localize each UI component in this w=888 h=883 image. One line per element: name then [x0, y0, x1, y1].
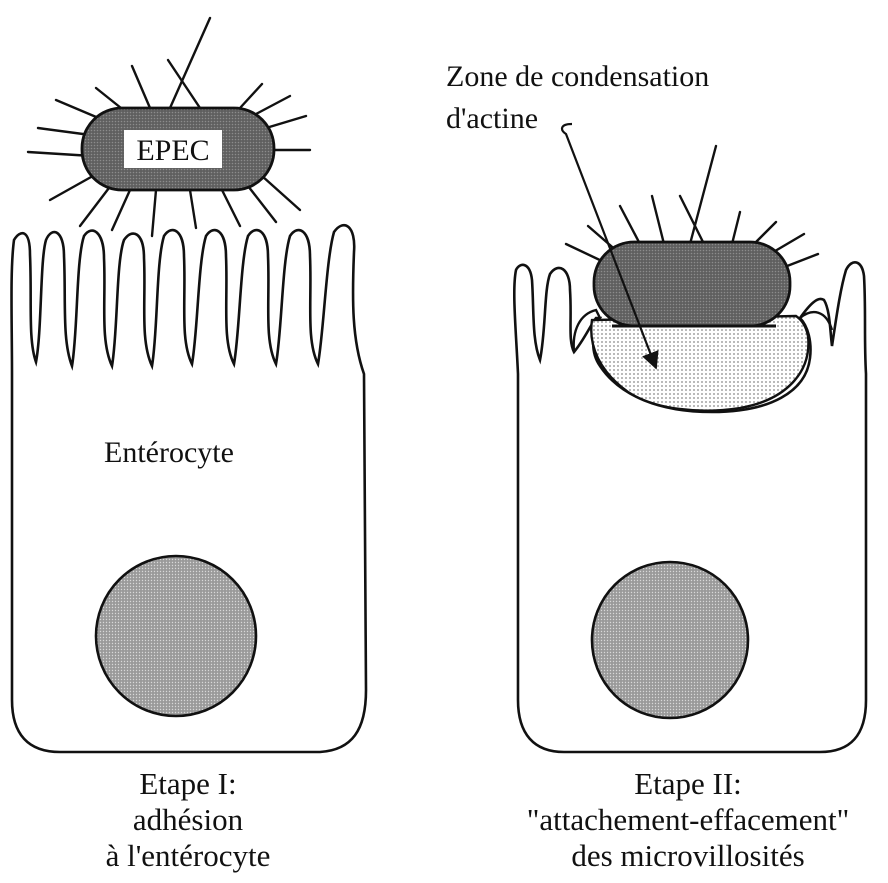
panel-left: EPEC Entérocyte Etape I: adhésion à l'en… — [12, 18, 367, 873]
caption-left-line1: Etape I: — [139, 766, 236, 801]
enterocyte-label: Entérocyte — [104, 436, 234, 469]
zone-label-line2: d'actine — [446, 102, 538, 135]
caption-right-line3: des microvillosités — [571, 838, 804, 873]
caption-left-line2: adhésion — [133, 802, 244, 837]
caption-left-line3: à l'entérocyte — [106, 838, 271, 873]
zone-label-line1: Zone de condensation — [446, 60, 709, 93]
epec-label: EPEC — [136, 134, 209, 167]
panel-right: Zone de condensation d'actine Etape II: … — [446, 60, 866, 873]
caption-right-line1: Etape II: — [634, 766, 742, 801]
nucleus-right — [592, 562, 748, 718]
nucleus-left — [96, 556, 256, 716]
caption-right-line2: "attachement-effacement" — [527, 802, 850, 837]
